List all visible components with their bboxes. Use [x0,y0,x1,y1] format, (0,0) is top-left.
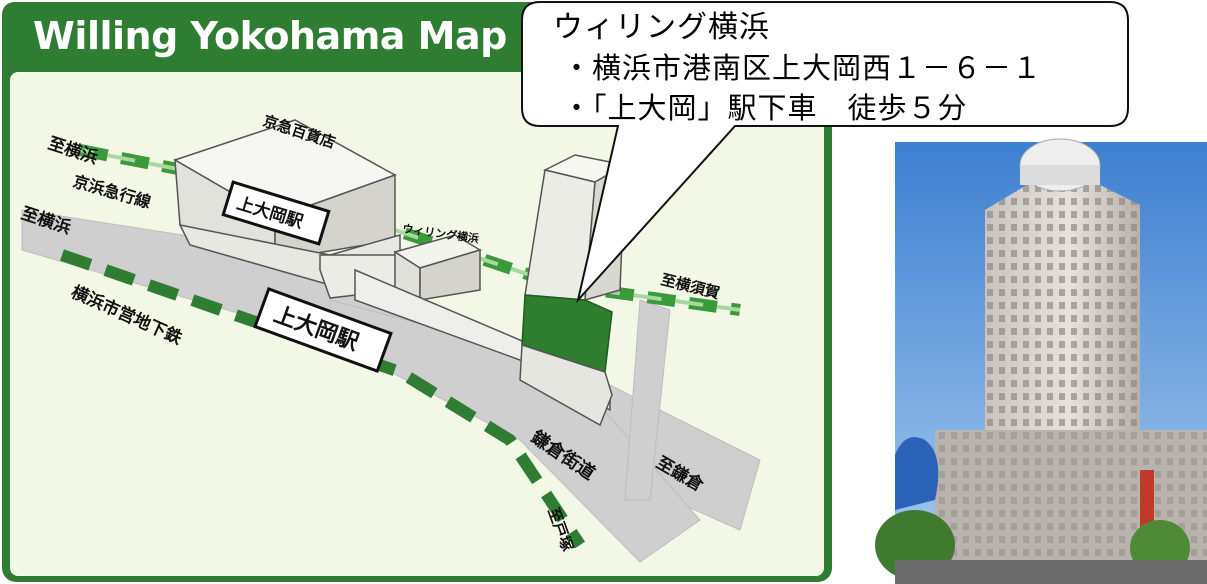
side-road [624,299,671,501]
address-callout [521,1,1129,304]
map-title: Willing Yokohama Map [33,14,507,58]
station-lower-sign [253,287,393,373]
target-building-marker [521,294,613,373]
rail-lines [60,144,741,549]
subway-rail [60,249,585,549]
road-network [21,209,761,563]
station-signs [221,180,393,373]
building-photo [875,138,1207,584]
station-upper-sign [221,180,331,246]
